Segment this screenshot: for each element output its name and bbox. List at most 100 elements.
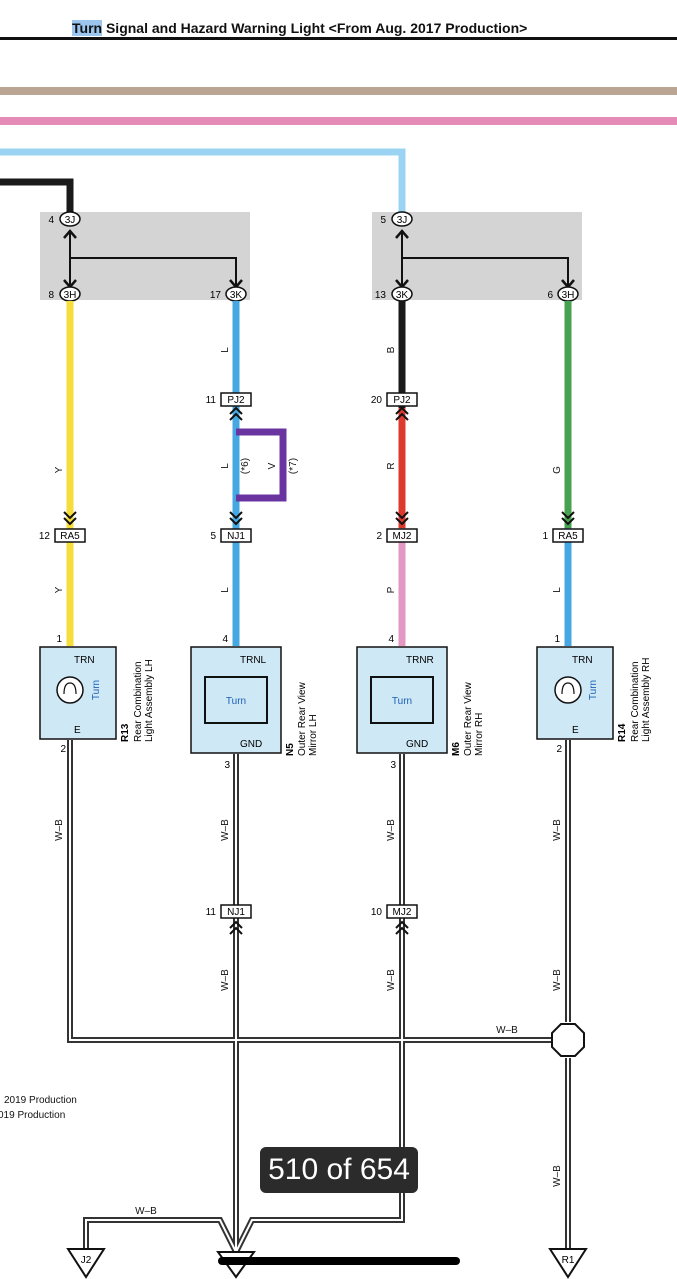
connector-box [552, 528, 584, 543]
component-name: Rear Combination [133, 661, 144, 742]
wire-label: L [220, 587, 231, 593]
component-terminal: TRNL [240, 655, 267, 666]
component-n5: 4 TRNL Turn GND 3 N5 Outer Rear View Mir… [190, 634, 319, 771]
wire-label: V [267, 462, 278, 469]
wire-labels: Y Y L L L (*6) V (*7) B R P G L [54, 346, 563, 593]
footnote: 2019 Production [4, 1095, 77, 1106]
component-name: Outer Rear View [297, 681, 308, 756]
component-name: Light Assembly LH [144, 659, 155, 742]
connector-pin: 1 [542, 531, 548, 542]
connector-name: NJ1 [227, 907, 245, 918]
component-pin: 3 [390, 760, 396, 771]
junction-conn: 3H [64, 290, 77, 301]
connector-box [386, 904, 418, 919]
component-terminal: TRN [74, 655, 95, 666]
ground-icon [66, 1248, 106, 1279]
component-r14: 1 TRN Turn E 2 R14 Rear Combination Ligh… [536, 634, 652, 755]
wire-label: W–B [54, 819, 65, 841]
connector-pin: 5 [210, 531, 216, 542]
connector-oval [391, 211, 413, 227]
wire-label: W–B [552, 969, 563, 991]
diagram-title: Turn Signal and Hazard Warning Light <Fr… [72, 20, 527, 36]
connector-name: MJ2 [393, 907, 412, 918]
ground-icon [548, 1248, 588, 1279]
mirror-lamp-box [204, 676, 268, 724]
junction-right-pins: 3J 5 3K 13 3H 6 [375, 211, 579, 302]
connector-pin: 11 [206, 395, 217, 406]
component-terminal: TRN [572, 655, 593, 666]
connector-name: RA5 [558, 531, 578, 542]
junction-pin: 17 [210, 290, 222, 301]
wire-label: P [386, 586, 397, 593]
ground-wires [67, 740, 571, 1260]
lower-connector-chevrons [229, 920, 409, 935]
component-id: M6 [451, 742, 462, 756]
connector-box [386, 392, 418, 407]
component-function: Turn [91, 680, 102, 700]
junction-conn: 3H [562, 290, 575, 301]
ground-id: R1 [562, 1255, 575, 1266]
component-function: Turn [226, 696, 246, 707]
component-name: Light Assembly RH [641, 658, 652, 742]
component-name: Mirror RH [474, 713, 485, 756]
component-pin: 2 [60, 744, 66, 755]
ground-id: J2 [81, 1255, 92, 1266]
component-pin: 3 [224, 760, 230, 771]
wire-label: W–B [386, 969, 397, 991]
connector-pin: 20 [371, 395, 383, 406]
component-function: Turn [588, 680, 599, 700]
component-pin: 1 [554, 634, 560, 645]
junction-left-bus [69, 230, 237, 288]
splice-icon [551, 1023, 585, 1057]
wire-light-blue [0, 148, 406, 213]
junction-block-right [372, 212, 582, 300]
wire-label: W–B [220, 819, 231, 841]
connector-name: PJ2 [227, 395, 245, 406]
wire-label: L [220, 463, 231, 469]
wire-label: W–B [496, 1025, 518, 1036]
component-id: N5 [285, 743, 296, 756]
connector-name: MJ2 [393, 531, 412, 542]
title-search-highlight: Turn [72, 20, 103, 36]
wire-label: G [552, 466, 563, 474]
inline-connectors: PJ2 11 PJ2 20 RA5 12 NJ1 5 MJ2 2 RA5 1 [39, 392, 584, 543]
component-pin: 2 [556, 744, 562, 755]
connector-chevrons [63, 406, 575, 526]
junction-pin: 13 [375, 290, 387, 301]
page-counter: 510 of 654 [260, 1147, 418, 1193]
component-name: Rear Combination [630, 661, 641, 742]
ground-labels: W–B W–B W–B W–B W–B W–B W–B W–B W–B W–B [54, 819, 563, 1217]
home-indicator[interactable] [218, 1257, 460, 1265]
junction-pin: 8 [48, 290, 54, 301]
bulb-icon [554, 676, 582, 704]
wire-label: W–B [552, 1165, 563, 1187]
title-bar: Turn Signal and Hazard Warning Light <Fr… [0, 0, 677, 40]
wire-label: B [386, 346, 397, 353]
component-pin: 1 [56, 634, 62, 645]
wire-label: L [220, 347, 231, 353]
component-terminal: TRNR [406, 655, 434, 666]
junction-conn: 3K [230, 290, 243, 301]
wire-label: W–B [552, 819, 563, 841]
junction-pin: 6 [547, 290, 553, 301]
connector-box [220, 392, 252, 407]
junction-pin: 4 [48, 215, 54, 226]
junction-right-bus [401, 230, 569, 288]
component-id: R13 [120, 723, 131, 742]
connector-pin: 2 [376, 531, 382, 542]
connector-pin: 11 [206, 907, 217, 918]
junction-conn: 3J [397, 215, 408, 226]
connector-box [220, 904, 252, 919]
bulb-icon [56, 676, 84, 704]
wire-black-top [0, 178, 74, 213]
bulb-filament-icon [561, 682, 575, 695]
junction-block-left [40, 212, 250, 300]
component-terminal: GND [406, 739, 428, 750]
connector-box [386, 528, 418, 543]
connector-box [54, 528, 86, 543]
component-r13: 1 TRN Turn E 2 R13 Rear Combination Ligh… [39, 634, 155, 755]
ground-wire-inner [69, 740, 569, 1260]
wire-note: (*6) [240, 458, 251, 474]
lower-connectors: NJ1 11 MJ2 10 [206, 904, 418, 919]
connector-pin: 10 [371, 907, 383, 918]
